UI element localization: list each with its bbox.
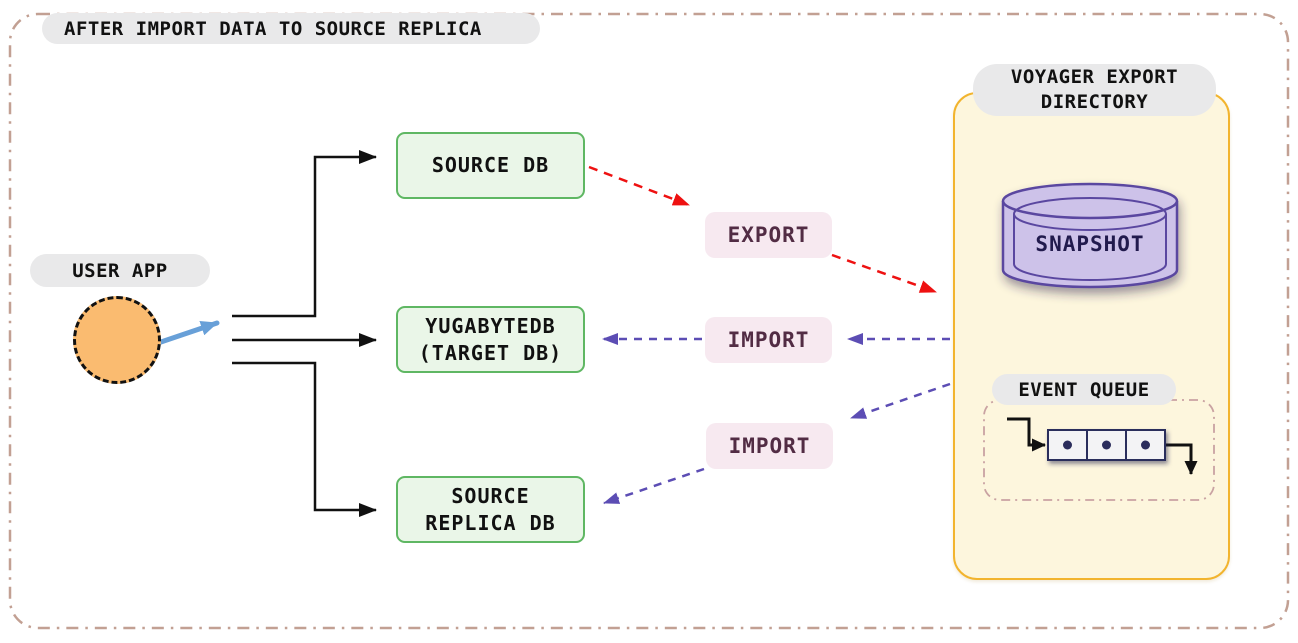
voyager-directory-title: VOYAGER EXPORT DIRECTORY <box>973 64 1216 116</box>
user-app-label: USER APP <box>30 254 210 287</box>
source-replica-label-line2: REPLICA DB <box>425 510 556 535</box>
diagram-title-text: AFTER IMPORT DATA TO SOURCE REPLICA <box>64 17 482 40</box>
source-db-label: SOURCE DB <box>431 153 550 177</box>
import-arrows <box>602 333 951 505</box>
user-app-arrow <box>155 320 220 346</box>
queue-item-dot <box>1063 440 1072 450</box>
event-queue-label: EVENT QUEUE <box>992 374 1176 405</box>
fork-connector <box>232 150 377 517</box>
queue-out-arrow <box>1164 443 1198 475</box>
export-operation-label: EXPORT <box>705 212 832 258</box>
arrow-voyager-to-import-replica <box>850 382 951 420</box>
target-db-node: YUGABYTEDB (TARGET DB) <box>396 306 585 373</box>
user-app-label-text: USER APP <box>72 259 168 282</box>
arrow-export-to-voyager <box>831 253 937 294</box>
fork-branch-source-db <box>232 150 377 318</box>
source-db-node: SOURCE DB <box>396 132 585 199</box>
user-app-node <box>73 296 161 384</box>
fork-branch-source-replica <box>232 361 377 517</box>
import-replica-text: IMPORT <box>728 434 811 458</box>
source-replica-db-node: SOURCE REPLICA DB <box>396 476 585 543</box>
snapshot-label: SNAPSHOT <box>1014 231 1166 257</box>
queue-item-dot <box>1141 440 1150 450</box>
export-text: EXPORT <box>727 223 810 247</box>
queue-item-dot <box>1102 440 1111 450</box>
voyager-title-line1: VOYAGER EXPORT <box>1010 66 1179 88</box>
event-queue-graphic <box>1007 417 1198 475</box>
target-db-label-line1: YUGABYTEDB <box>425 313 556 338</box>
diagram-title: AFTER IMPORT DATA TO SOURCE REPLICA <box>42 13 540 44</box>
arrow-import-to-source-replica <box>603 467 705 505</box>
snapshot-cylinder <box>1001 182 1179 289</box>
event-queue-text: EVENT QUEUE <box>1018 378 1150 401</box>
voyager-export-directory-container <box>953 92 1230 580</box>
source-replica-label-line1: SOURCE <box>451 483 530 508</box>
outer-frame <box>8 12 1290 630</box>
snapshot-text: SNAPSHOT <box>1035 232 1145 256</box>
import-target-text: IMPORT <box>727 328 810 352</box>
export-arrows <box>588 165 937 294</box>
import-replica-operation-label: IMPORT <box>706 423 833 469</box>
queue-in-arrow <box>1007 417 1046 452</box>
arrow-sourcedb-to-export <box>588 165 690 207</box>
import-target-operation-label: IMPORT <box>705 317 832 363</box>
target-db-label-line2: (TARGET DB) <box>418 340 563 365</box>
voyager-title-line2: DIRECTORY <box>1040 91 1149 113</box>
